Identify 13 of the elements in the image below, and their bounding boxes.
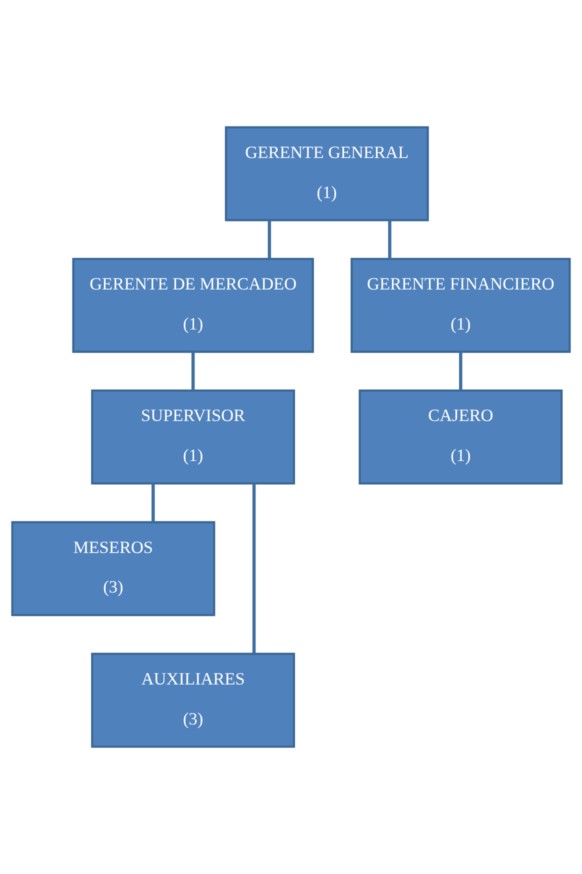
node-box: AUXILIARES (3) (91, 652, 296, 748)
connector (459, 352, 462, 391)
connector (388, 220, 392, 259)
connector (191, 352, 195, 391)
node-box: MESEROS (3) (11, 521, 216, 616)
node-box: SUPERVISOR (1) (91, 390, 296, 484)
node-box: GERENTE FINANCIERO (1) (350, 258, 571, 353)
connector (268, 220, 272, 259)
connector (252, 483, 256, 654)
connector (152, 483, 155, 522)
node-box: GERENTE DE MERCADEO (1) (72, 258, 314, 353)
node-box: GERENTE GENERAL (1) (224, 126, 429, 222)
node-box: CAJERO (1) (358, 390, 563, 484)
